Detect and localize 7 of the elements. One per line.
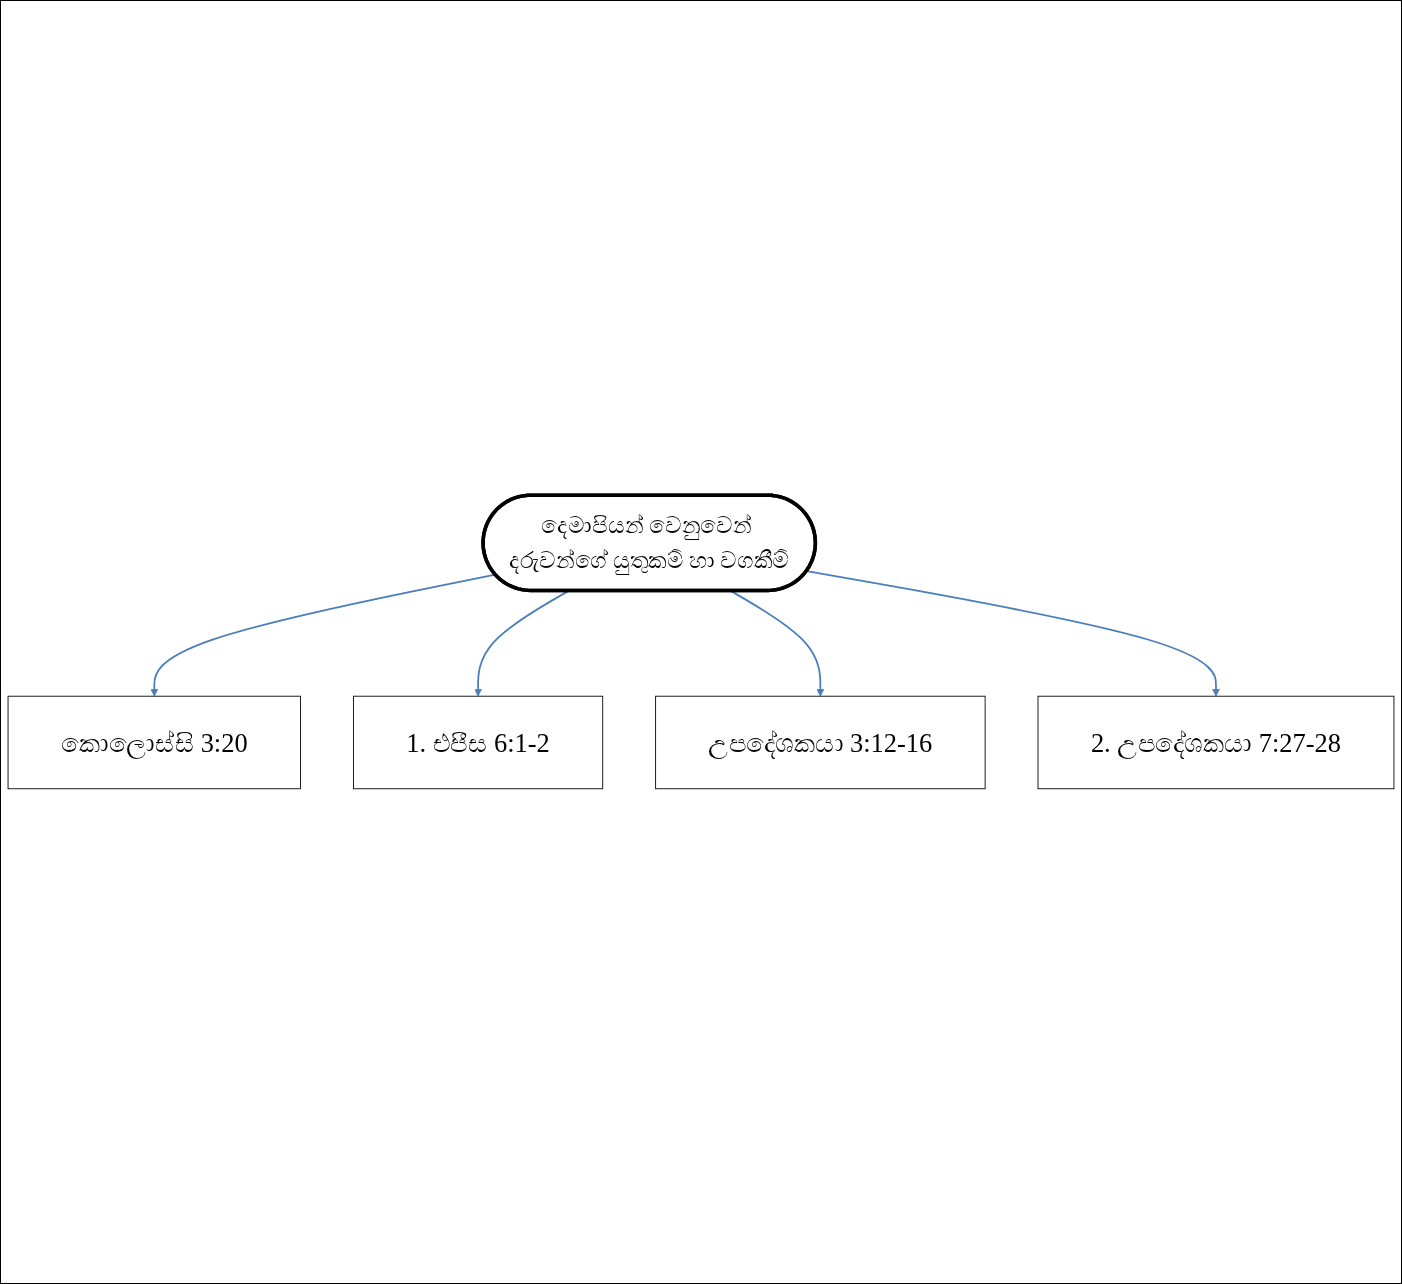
- node-box: උපදේශකයා 3:12-16: [655, 695, 986, 790]
- arrow: [729, 590, 825, 697]
- node-box: 2. උපදේශකයා 7:27-28: [1037, 695, 1395, 790]
- node-box: 1. එපීස 6:1-2: [353, 695, 604, 790]
- arrow: [805, 570, 1220, 697]
- node-box: කොලොස්සි 3:20: [7, 695, 301, 790]
- arrow: [474, 590, 570, 697]
